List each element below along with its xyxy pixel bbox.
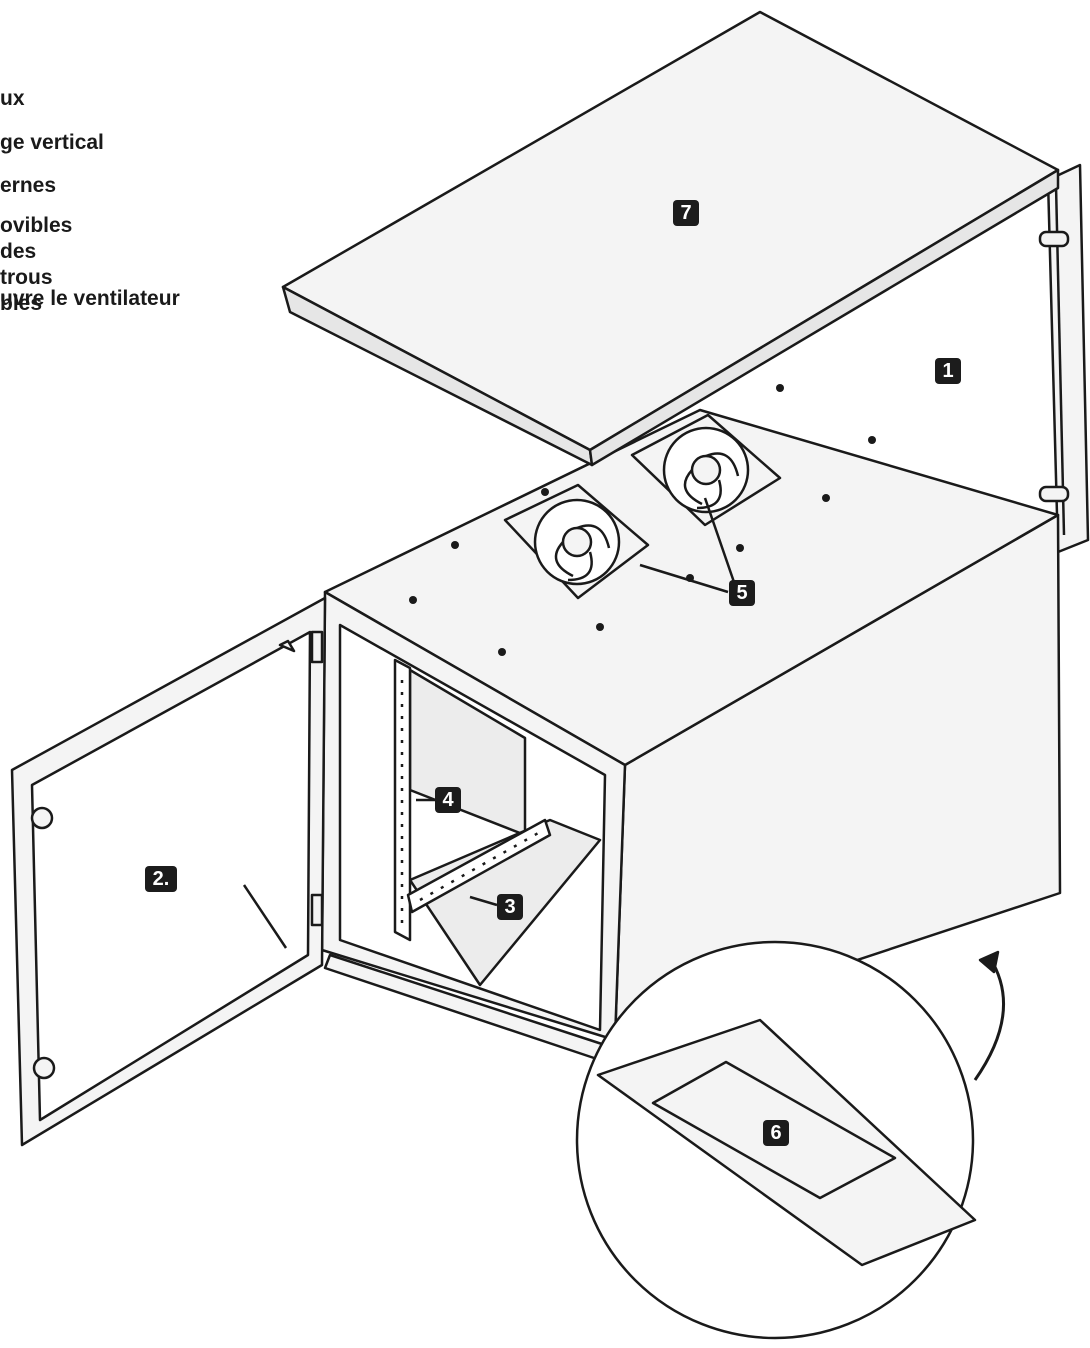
horizontal-rail (406, 818, 552, 914)
legend-item-5: uvre le ventilateur (0, 287, 180, 310)
legend-item-4: ovibles des trous bles (0, 214, 73, 315)
legend-item-2: ge vertical (0, 131, 104, 154)
top-cover (281, 10, 1060, 467)
callout-7: 7 (673, 200, 699, 226)
callout-1: 1 (935, 358, 961, 384)
legend-item-1: ux (0, 87, 25, 110)
bottom-inset (575, 940, 1005, 1340)
fan-right (630, 413, 782, 527)
callout-3: 3 (497, 894, 523, 920)
vertical-mounting-rail (393, 658, 412, 942)
callout-4: 4 (435, 787, 461, 813)
rear-door-frame (1038, 163, 1090, 554)
callout-2: 2. (145, 866, 177, 892)
callout-6: 6 (763, 1120, 789, 1146)
legend-item-3: ernes (0, 174, 57, 197)
fan-left (503, 483, 650, 600)
callout-5: 5 (729, 580, 755, 606)
